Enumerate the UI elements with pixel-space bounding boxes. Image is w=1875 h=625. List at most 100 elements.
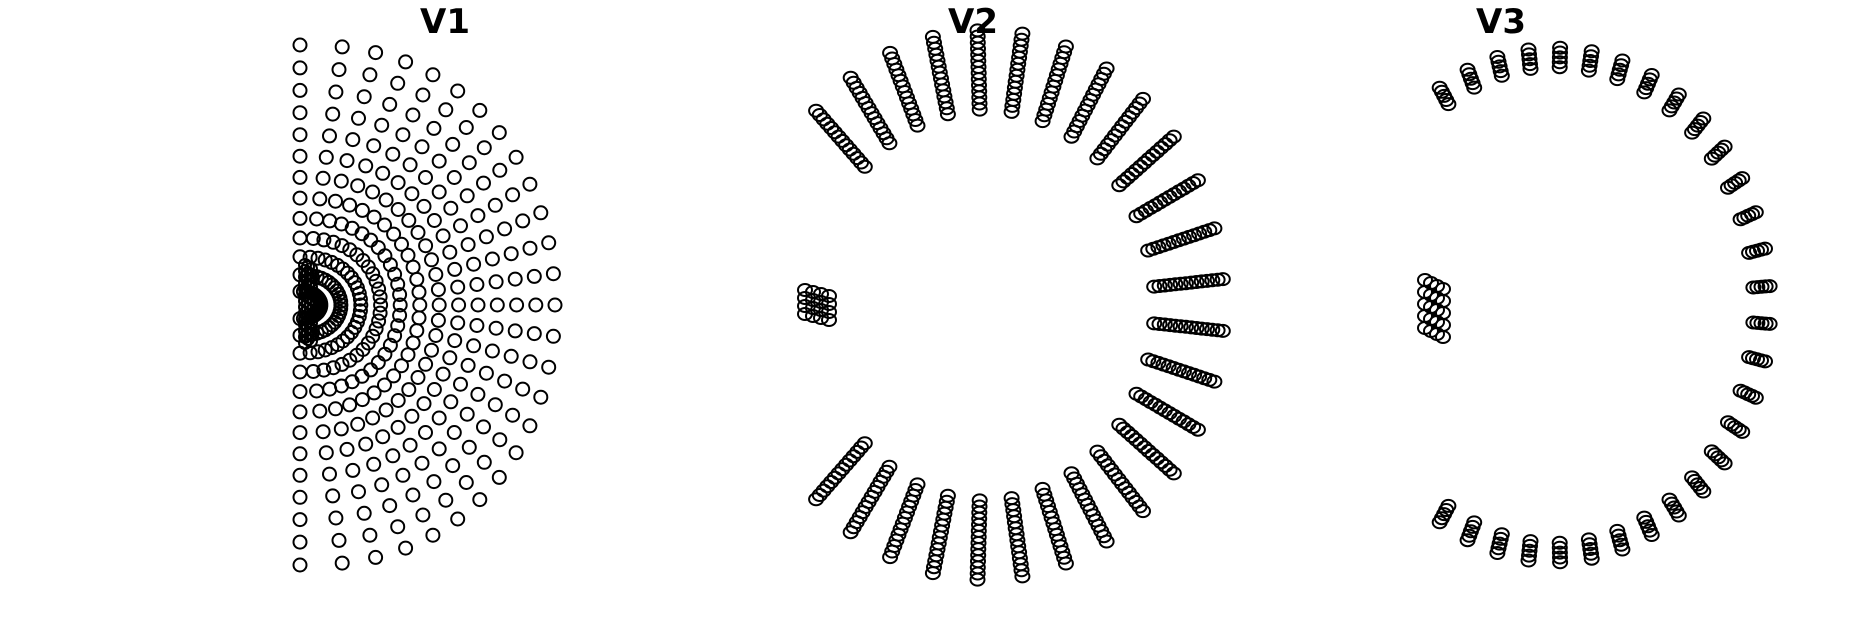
marker-circle [430, 282, 446, 298]
marker-circle [377, 377, 392, 393]
marker-circle [797, 283, 813, 297]
marker-circle [410, 225, 426, 240]
marker-circle [292, 148, 308, 164]
marker-circle [340, 265, 355, 281]
marker-circle [395, 467, 411, 483]
marker-circle [325, 106, 341, 122]
marker-circle [497, 373, 513, 389]
marker-circle [526, 326, 542, 342]
marker-circle [1521, 543, 1538, 558]
marker-circle [1551, 55, 1568, 70]
marker-circle [328, 401, 343, 417]
marker-circle [476, 419, 491, 435]
marker-circle [354, 392, 370, 408]
marker-circle [447, 333, 463, 349]
marker-circle [1583, 44, 1600, 59]
marker-circle [450, 511, 466, 527]
marker-circle [366, 456, 382, 472]
marker-circle [292, 230, 308, 246]
marker-circle [292, 127, 308, 143]
marker-circle [292, 210, 308, 226]
marker-circle [401, 382, 417, 398]
marker-circle [1581, 537, 1598, 552]
marker-circle [842, 525, 859, 540]
marker-circle [404, 186, 420, 202]
marker-circle [350, 178, 366, 194]
marker-circle [1172, 276, 1189, 291]
marker-circle [1135, 504, 1151, 519]
marker-circle [418, 238, 434, 254]
marker-circle [528, 297, 544, 313]
marker-circle [292, 446, 308, 462]
marker-circle [460, 237, 476, 253]
marker-circle [354, 368, 370, 384]
marker-circle [292, 190, 308, 206]
marker-circle [1730, 173, 1747, 188]
marker-circle [1686, 473, 1703, 488]
marker-circle [508, 445, 524, 461]
marker-circle [460, 357, 476, 373]
marker-circle [390, 202, 406, 217]
marker-circle [351, 286, 367, 301]
marker-circle [394, 236, 409, 252]
marker-circle [353, 297, 369, 313]
marker-circle [507, 323, 523, 339]
marker-circle [1151, 279, 1168, 293]
marker-circle [292, 557, 308, 573]
marker-circle [1670, 87, 1687, 102]
marker-circle [1119, 170, 1136, 185]
marker-circle [385, 448, 401, 464]
marker-circle [1459, 533, 1476, 548]
panel-v1: V1 [292, 2, 563, 573]
marker-circle [503, 348, 519, 364]
marker-circle [508, 149, 524, 165]
marker-circle [1153, 455, 1170, 470]
marker-circle [484, 251, 500, 267]
marker-circle [1204, 322, 1221, 337]
marker-circle [415, 507, 431, 523]
marker-circle [331, 532, 347, 548]
panel-title-v3: V3 [1476, 2, 1526, 42]
marker-circle [1521, 47, 1537, 62]
marker-circle [1132, 436, 1149, 451]
marker-circle [1489, 50, 1506, 64]
marker-circle [387, 328, 403, 344]
marker-circle [469, 277, 485, 292]
marker-circle [415, 87, 431, 103]
marker-circle [1209, 272, 1226, 287]
marker-circle [1551, 60, 1568, 75]
marker-circle [368, 273, 384, 289]
marker-circle [402, 157, 418, 173]
marker-circle [305, 231, 321, 246]
marker-circle [1056, 45, 1073, 60]
marker-circle [924, 566, 941, 581]
marker-circle [356, 505, 372, 521]
marker-circle [366, 209, 382, 225]
marker-circle [426, 382, 442, 397]
marker-circle [1157, 137, 1174, 152]
marker-circle [466, 338, 482, 354]
marker-circle [378, 192, 394, 208]
marker-circle [358, 158, 374, 174]
marker-circle [488, 320, 504, 336]
marker-circle [882, 45, 899, 60]
marker-circle [1128, 432, 1145, 447]
marker-circle [442, 244, 458, 260]
marker-circle [411, 284, 427, 300]
marker-circle [298, 336, 312, 350]
marker-circle [292, 404, 308, 420]
marker-circle [292, 169, 308, 185]
marker-circle [488, 274, 504, 290]
marker-circle [533, 389, 549, 405]
marker-circle [1521, 548, 1537, 563]
marker-circle [1552, 45, 1568, 60]
marker-circle [1156, 317, 1173, 332]
marker-circle [405, 259, 421, 275]
marker-circle [459, 188, 475, 204]
marker-circle [522, 240, 538, 256]
marker-circle [522, 418, 538, 434]
marker-circle [424, 342, 439, 358]
marker-circle [354, 202, 370, 218]
marker-circle [370, 240, 386, 255]
marker-circle [371, 313, 387, 329]
